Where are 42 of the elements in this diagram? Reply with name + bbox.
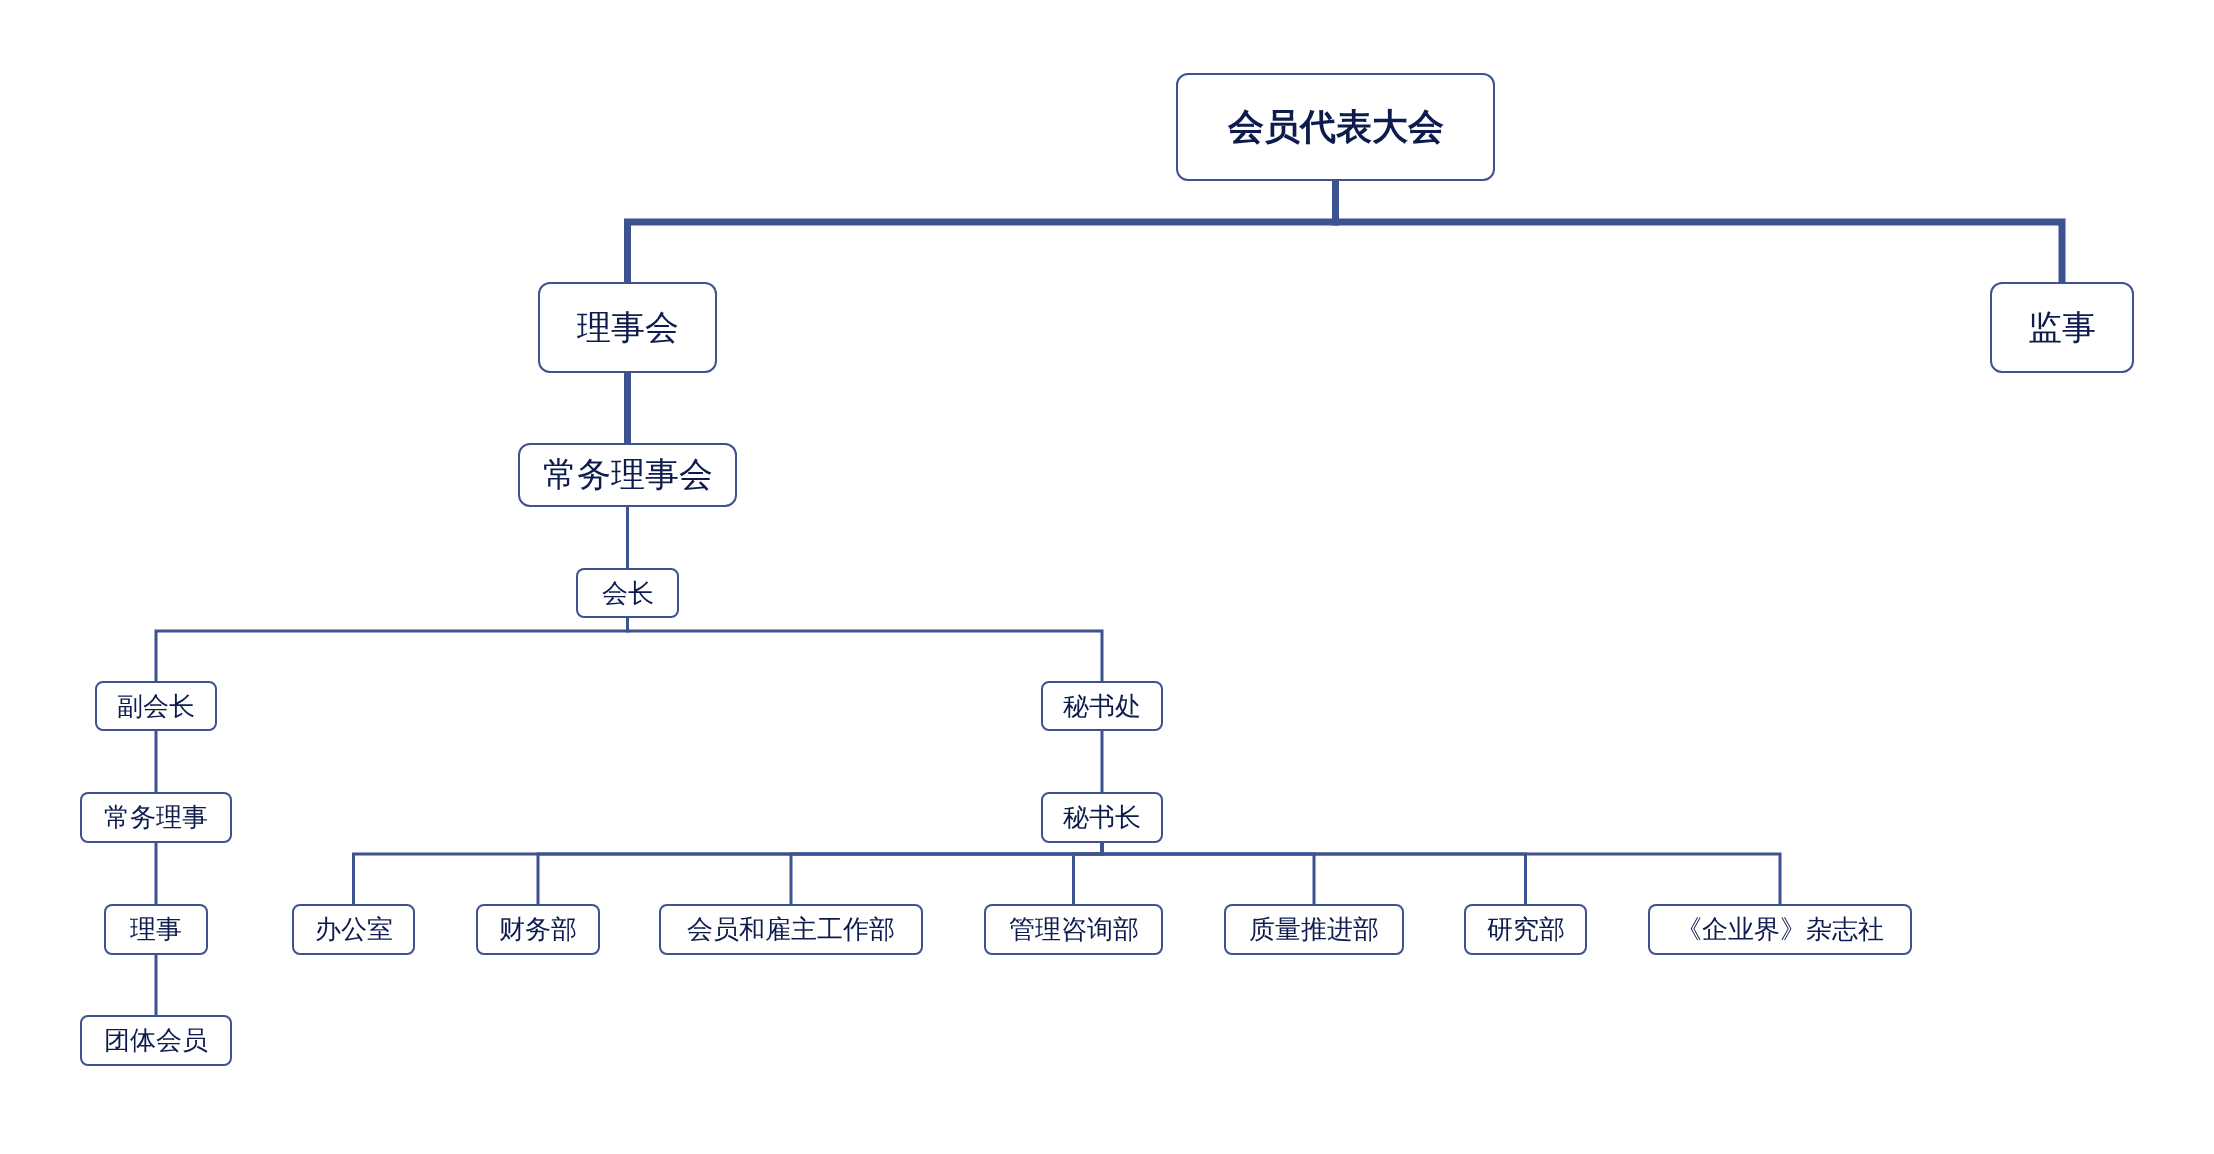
connector-line — [154, 955, 158, 1015]
unit-name: 常务理事 — [104, 803, 208, 832]
org-unit-box — [80, 1015, 232, 1066]
unit-name: 质量推进部 — [1249, 915, 1379, 944]
org-unit-box — [1648, 904, 1912, 955]
unit-name: 会长 — [601, 578, 654, 608]
org-unit-box — [95, 681, 217, 731]
unit-name: 副会长 — [117, 691, 195, 721]
unit-name: 秘书长 — [1063, 803, 1141, 832]
org-unit-box — [1464, 904, 1587, 955]
org-unit-box — [518, 443, 737, 507]
connector-line — [154, 731, 158, 792]
unit-name: 团体会员 — [104, 1026, 208, 1055]
org-unit-box — [292, 904, 415, 955]
org-unit-box — [659, 904, 923, 955]
unit-name: 管理咨询部 — [1008, 915, 1139, 944]
org-unit-box — [984, 904, 1163, 955]
connector-line — [1100, 731, 1104, 792]
org-unit-box — [538, 282, 717, 373]
unit-name: 理事会 — [576, 308, 679, 347]
unit-name: 会员代表大会 — [1227, 107, 1444, 147]
connector-line — [154, 843, 158, 904]
org-unit-box — [1176, 73, 1495, 181]
org-unit-box — [1990, 282, 2134, 373]
unit-name: 理事 — [130, 915, 182, 944]
unit-name: 财务部 — [499, 915, 577, 944]
org-unit-box — [576, 568, 679, 618]
org-unit-box — [1224, 904, 1404, 955]
connector-line — [624, 373, 631, 443]
org-unit-box — [1041, 681, 1163, 731]
unit-name: 研究部 — [1486, 915, 1565, 944]
unit-name: 办公室 — [314, 915, 393, 944]
org-unit-box — [476, 904, 600, 955]
unit-name: 常务理事会 — [542, 456, 713, 494]
unit-name: 秘书处 — [1063, 691, 1141, 721]
unit-name: 《企业界》杂志社 — [1676, 915, 1884, 944]
org-unit-box — [104, 904, 208, 955]
org-unit-box — [80, 792, 232, 843]
unit-name: 监事 — [2028, 308, 2096, 347]
unit-name: 会员和雇主工作部 — [687, 915, 895, 944]
org-unit-box — [1041, 792, 1163, 843]
connector-line — [626, 507, 629, 568]
